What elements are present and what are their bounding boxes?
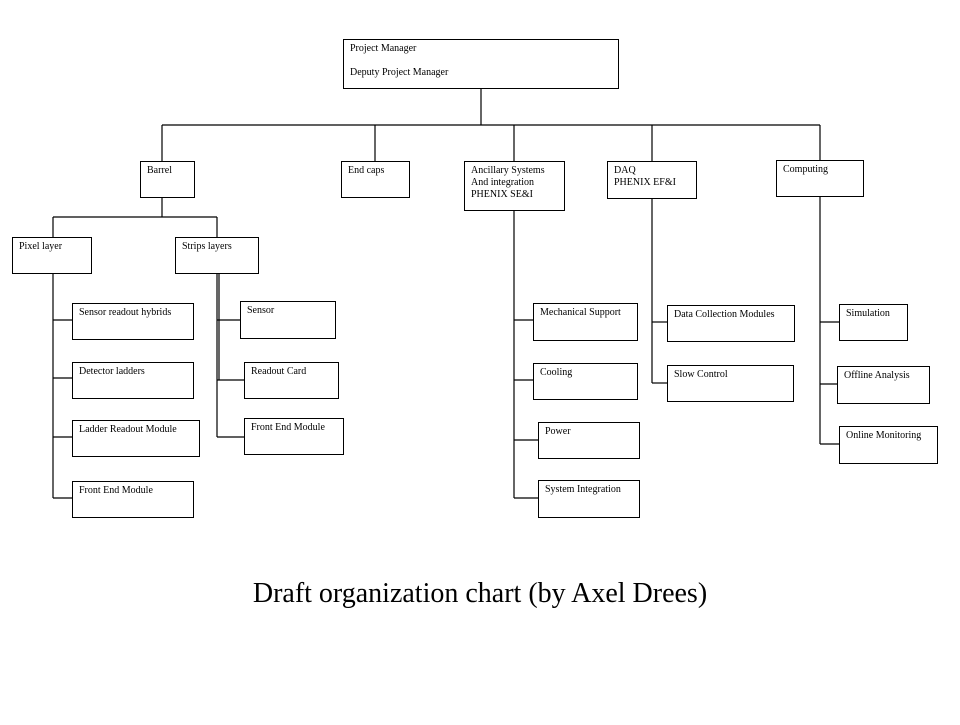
list-item-label: Sensor readout hybrids [79,307,172,318]
project-manager-label: Project Manager [350,43,417,54]
online-monitoring-box: Online Monitoring [839,426,938,464]
offline-analysis-box: Offline Analysis [837,366,930,404]
list-item-label: Slow Control [674,369,728,380]
list-item-label: Mechanical Support [540,307,621,318]
list-item-label: Offline Analysis [844,370,910,381]
deputy-project-manager-label: Deputy Project Manager [350,67,449,78]
list-item-label: Power [545,426,571,437]
readout-card-box: Readout Card [244,362,339,399]
pixel-layer-label: Pixel layer [19,241,63,252]
list-item-label: Readout Card [251,366,307,377]
sensor-readout-hybrids-box: Sensor readout hybrids [72,303,194,340]
strips-layers-label: Strips layers [182,241,232,252]
ancillary-label-line1: Ancillary Systems [471,165,545,176]
list-item-label: Detector ladders [79,366,145,377]
cooling-box: Cooling [533,363,638,400]
power-box: Power [538,422,640,459]
strips-front-end-module-box: Front End Module [244,418,344,455]
chart-caption: Draft organization chart (by Axel Drees) [252,578,708,609]
daq-label-line1: DAQ [614,165,636,176]
project-manager-box: Project Manager Deputy Project Manager [343,39,619,89]
slow-control-box: Slow Control [667,365,794,402]
ancillary-label-line3: PHENIX SE&I [471,189,533,200]
barrel-box: Barrel [140,161,195,198]
simulation-box: Simulation [839,304,908,341]
pixel-layer-box: Pixel layer [12,237,92,274]
list-item-label: Front End Module [251,422,325,433]
pixel-front-end-module-box: Front End Module [72,481,194,518]
end-caps-box: End caps [341,161,410,198]
computing-box: Computing [776,160,864,197]
list-item-label: System Integration [545,484,621,495]
data-collection-modules-box: Data Collection Modules [667,305,795,342]
list-item-label: Data Collection Modules [674,309,775,320]
list-item-label: Ladder Readout Module [79,424,177,435]
daq-box: DAQ PHENIX EF&I [607,161,697,199]
ancillary-label-line2: And integration [471,177,535,188]
list-item-label: Sensor [247,305,275,316]
strips-layers-box: Strips layers [175,237,259,274]
list-item-label: Simulation [846,308,890,319]
computing-label: Computing [783,164,829,175]
list-item-label: Front End Module [79,485,153,496]
list-item-label: Online Monitoring [846,430,922,441]
end-caps-label: End caps [348,165,385,176]
ancillary-systems-box: Ancillary Systems And integration PHENIX… [464,161,565,211]
mechanical-support-box: Mechanical Support [533,303,638,341]
system-integration-box: System Integration [538,480,640,518]
barrel-label: Barrel [147,165,172,176]
ladder-readout-module-box: Ladder Readout Module [72,420,200,457]
detector-ladders-box: Detector ladders [72,362,194,399]
list-item-label: Cooling [540,367,573,378]
daq-label-line2: PHENIX EF&I [614,177,676,188]
strips-sensor-box: Sensor [240,301,336,339]
